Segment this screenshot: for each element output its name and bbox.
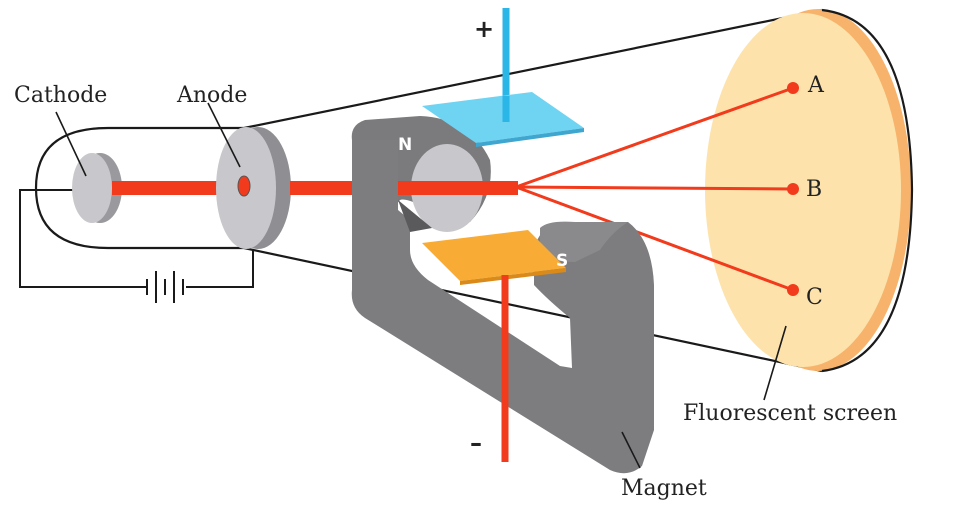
- magnet-shade: [398, 200, 432, 232]
- point-b-label: B: [806, 177, 822, 202]
- anode-label: Anode: [176, 83, 247, 108]
- point-c-label: C: [806, 285, 823, 310]
- point-a-label: A: [807, 73, 825, 98]
- circuit-wire: [19, 189, 254, 288]
- point-c-dot: [787, 284, 799, 296]
- plus-sign-label: +: [474, 15, 494, 43]
- north-pole-label: N: [398, 135, 412, 155]
- minus-sign-label: –: [470, 429, 482, 457]
- cathode-label: Cathode: [14, 83, 107, 108]
- leader-lines: [55, 102, 787, 469]
- south-pole-label: S: [556, 251, 568, 271]
- magnet-south-face: [540, 221, 628, 262]
- anode-disc: [216, 127, 291, 249]
- battery-icon: [146, 271, 184, 303]
- deflected-beams: [515, 86, 794, 292]
- fluorescent-screen-label: Fluorescent screen: [683, 401, 897, 426]
- positive-plate: [422, 8, 584, 147]
- electron-beam-main: [290, 181, 518, 195]
- magnet-label: Magnet: [621, 476, 707, 501]
- negative-plate: [422, 230, 566, 462]
- cathode-disc: [72, 153, 122, 223]
- point-b-dot: [787, 183, 799, 195]
- electron-beam-inner: [112, 181, 244, 195]
- point-a-dot: [787, 82, 799, 94]
